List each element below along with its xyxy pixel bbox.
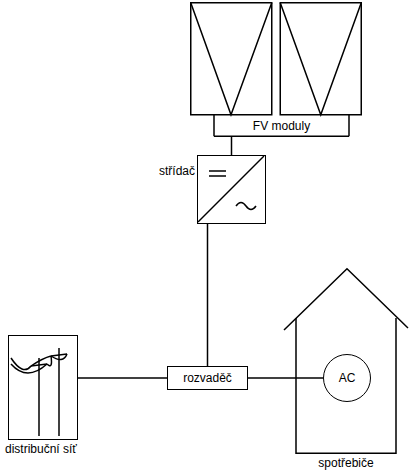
switchboard-box: rozvaděč — [167, 366, 248, 390]
node-label: FV moduly — [214, 119, 349, 133]
pv-modules: FV moduly — [190, 2, 362, 137]
wire-connector — [78, 377, 167, 379]
wire-connector — [248, 377, 323, 379]
ac-load-circle: AC — [323, 354, 371, 402]
inverter-box: střídač — [197, 155, 266, 224]
wire-connector — [207, 223, 209, 366]
node-label: distribuční síť — [5, 442, 77, 456]
node-label: AC — [339, 371, 356, 385]
inverter-box-drawing — [198, 156, 267, 225]
wire-connector — [231, 136, 233, 155]
node-label: střídač — [159, 164, 195, 178]
node-label: rozvaděč — [183, 371, 232, 385]
distribution-grid-box-drawing — [9, 336, 79, 441]
node-label: spotřebiče — [284, 456, 408, 470]
pv-modules-drawing — [190, 2, 362, 137]
house-outline: spotřebičeAC — [284, 268, 408, 454]
distribution-grid-box: distribuční síť — [8, 335, 78, 440]
